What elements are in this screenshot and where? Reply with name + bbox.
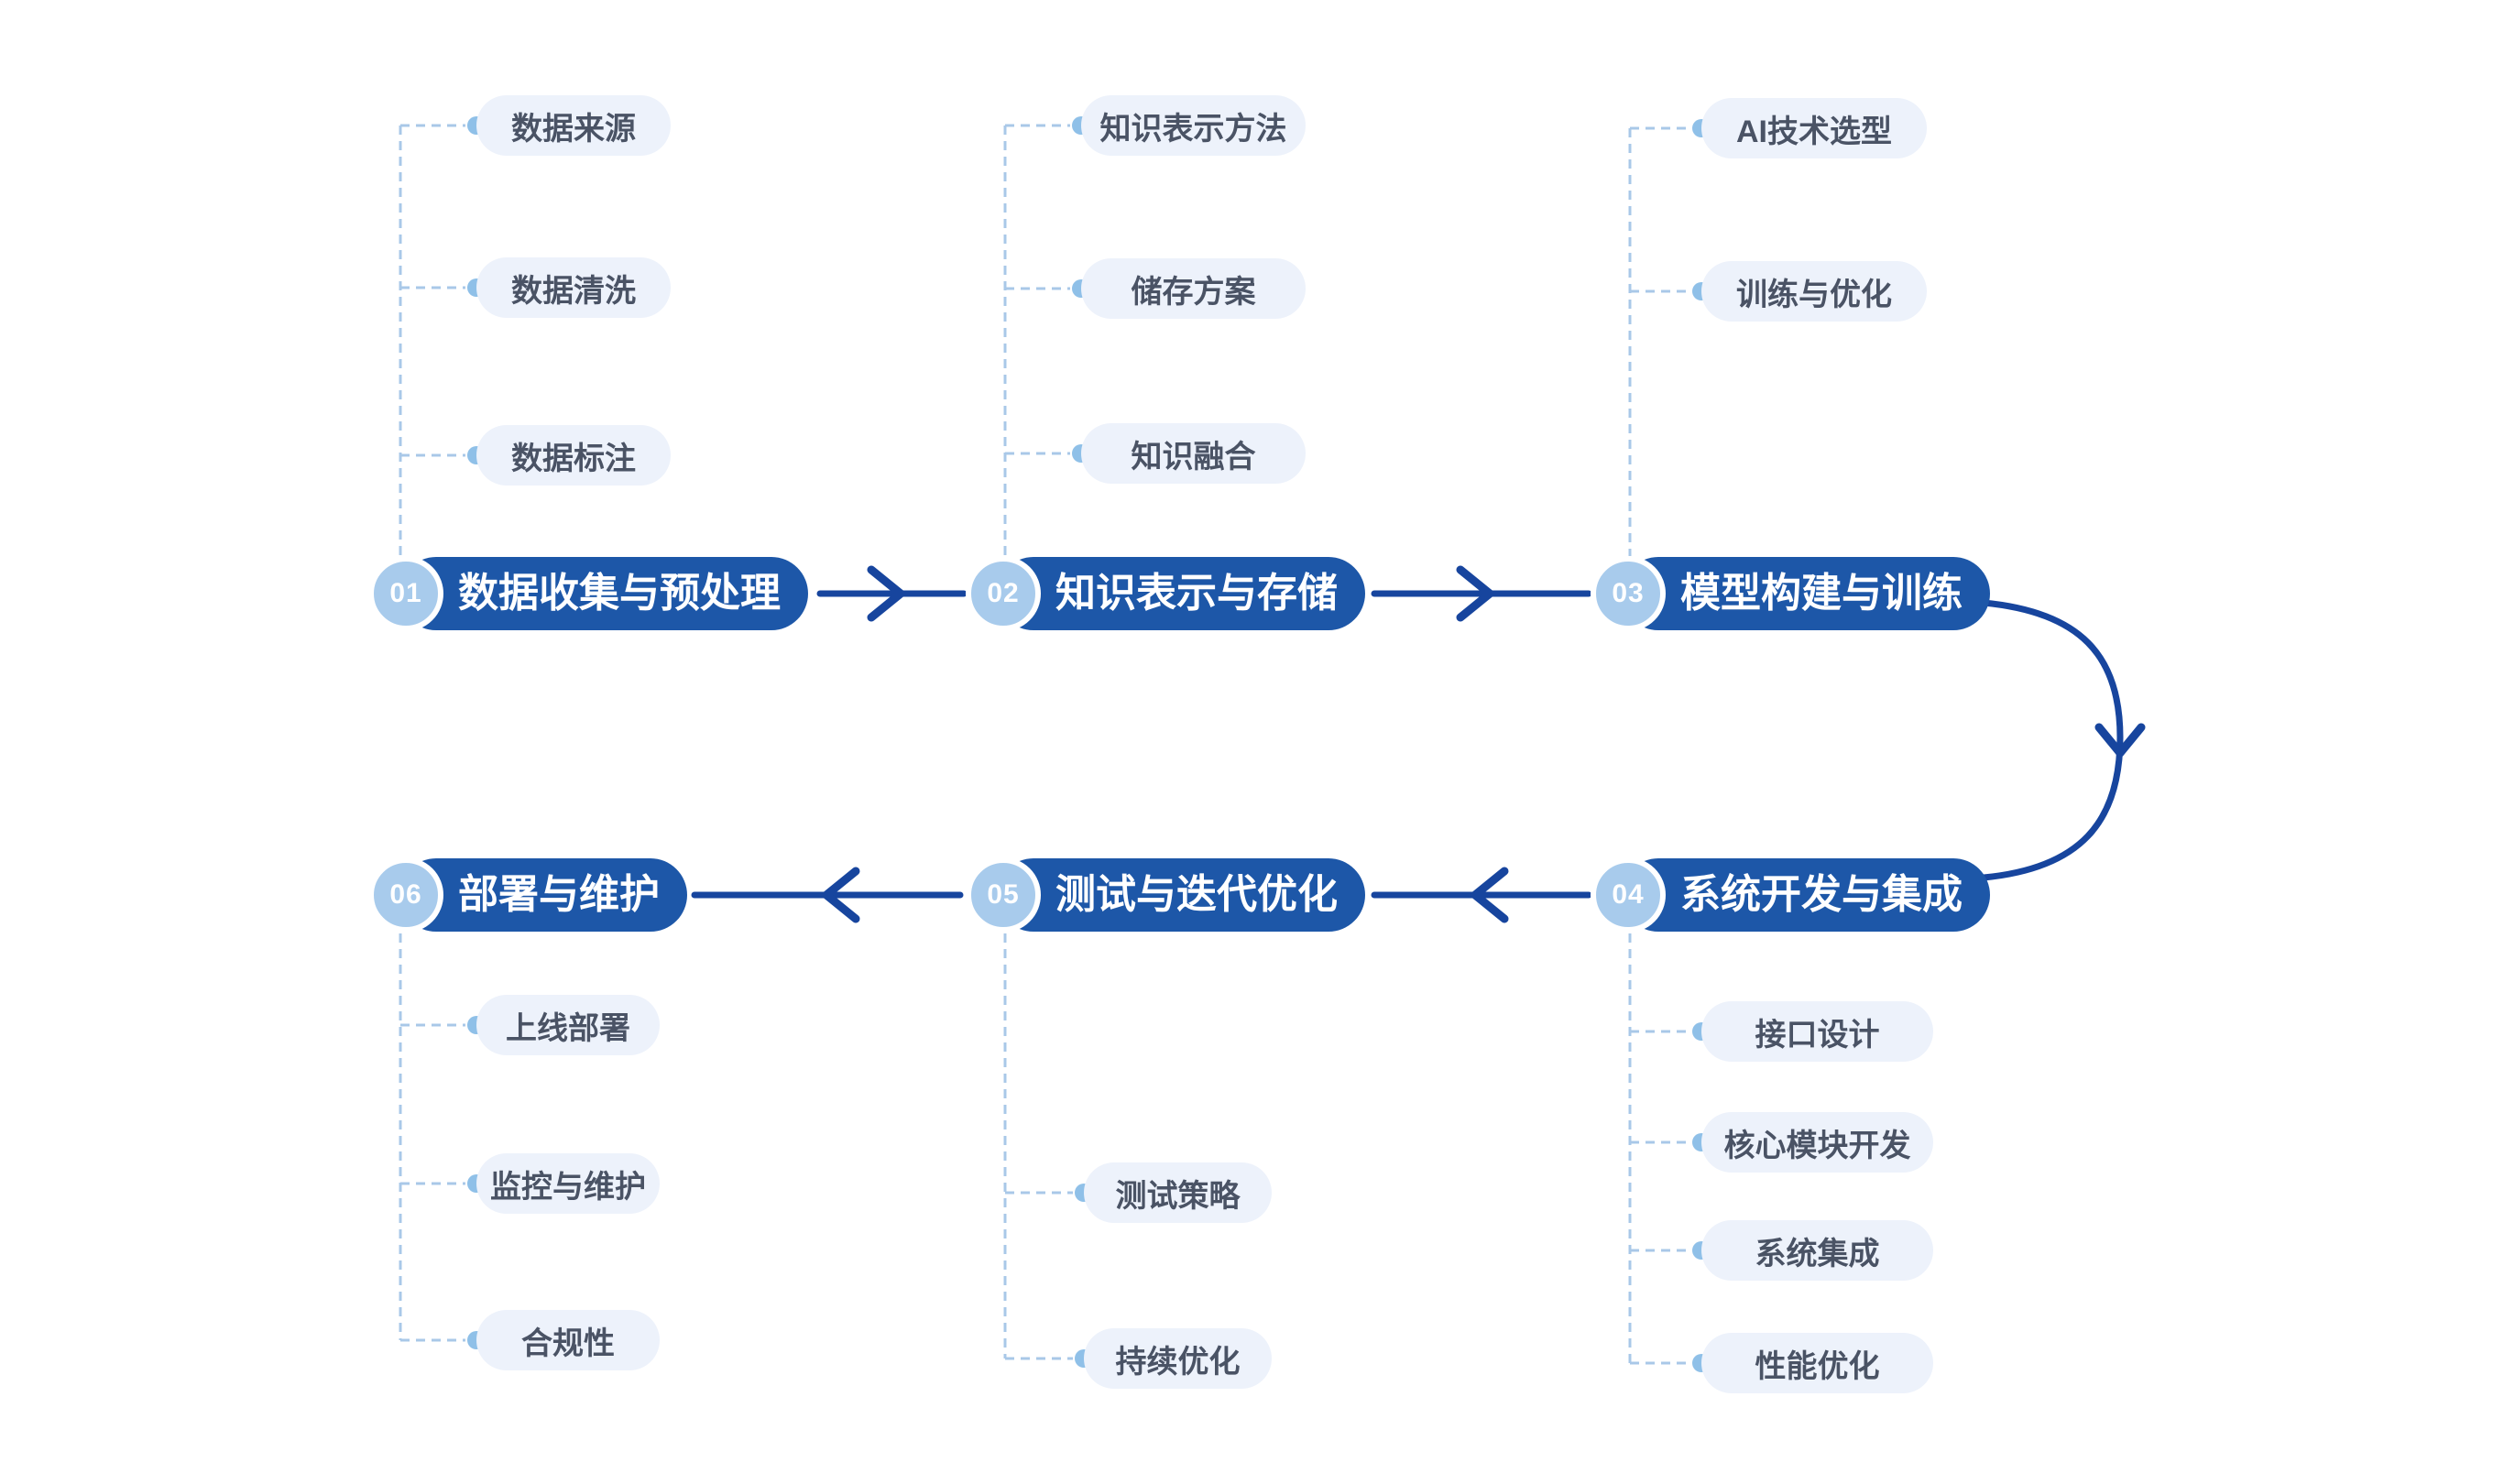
step-node-06: 06 部署与维护	[368, 857, 687, 933]
step-number-badge: 04	[1591, 857, 1666, 933]
sub-item-pill: 监控与维护	[476, 1153, 660, 1214]
sub-item-pill: 数据清洗	[476, 257, 671, 318]
step-number-badge: 03	[1591, 556, 1666, 631]
sub-item-pill: 数据标注	[476, 425, 671, 486]
arrowhead-left-icon	[1471, 867, 1509, 923]
step-number-badge: 06	[368, 857, 443, 933]
sub-item-pill: 核心模块开发	[1701, 1112, 1933, 1173]
sub-item-pill: 储存方案	[1081, 258, 1306, 319]
sub-item-pill: 系统集成	[1701, 1220, 1933, 1281]
step-label: 测试与迭代优化	[997, 858, 1365, 932]
arrow-03-04-curve	[1980, 599, 2124, 881]
sub-item-pill: 知识融合	[1081, 423, 1306, 484]
arrowhead-left-icon	[822, 867, 860, 923]
sub-item-pill: AI技术选型	[1701, 98, 1927, 158]
step-node-01: 01 数据收集与预处理	[368, 555, 808, 632]
step-node-05: 05 测试与迭代优化	[966, 857, 1365, 933]
sub-item-pill: 接口设计	[1701, 1001, 1933, 1062]
arrowhead-right-icon	[1456, 565, 1494, 622]
step-node-03: 03 模型构建与训练	[1591, 555, 1990, 632]
step-node-02: 02 知识表示与存储	[966, 555, 1365, 632]
step-label: 模型构建与训练	[1622, 557, 1990, 630]
sub-item-pill: 数据来源	[476, 95, 671, 156]
sub-item-pill: 上线部署	[476, 995, 660, 1055]
step-label: 数据收集与预处理	[399, 557, 808, 630]
step-label: 部署与维护	[399, 858, 687, 932]
step-label: 系统开发与集成	[1622, 858, 1990, 932]
sub-item-pill: 知识表示方法	[1081, 95, 1306, 156]
flow-arrows	[691, 565, 2146, 923]
step-number-badge: 01	[368, 556, 443, 631]
sub-item-pill: 合规性	[476, 1310, 660, 1370]
step-number-badge: 05	[966, 857, 1041, 933]
step-number-badge: 02	[966, 556, 1041, 631]
sub-item-pill: 训练与优化	[1701, 261, 1927, 322]
arrowhead-down-icon	[2094, 723, 2146, 758]
dashed-connectors	[399, 124, 1690, 1365]
step-label: 知识表示与存储	[997, 557, 1365, 630]
sub-item-pill: 性能优化	[1701, 1333, 1933, 1393]
step-node-04: 04 系统开发与集成	[1591, 857, 1990, 933]
sub-item-pill: 持续优化	[1084, 1328, 1272, 1389]
arrowhead-right-icon	[867, 565, 905, 622]
sub-item-pill: 测试策略	[1084, 1162, 1272, 1223]
